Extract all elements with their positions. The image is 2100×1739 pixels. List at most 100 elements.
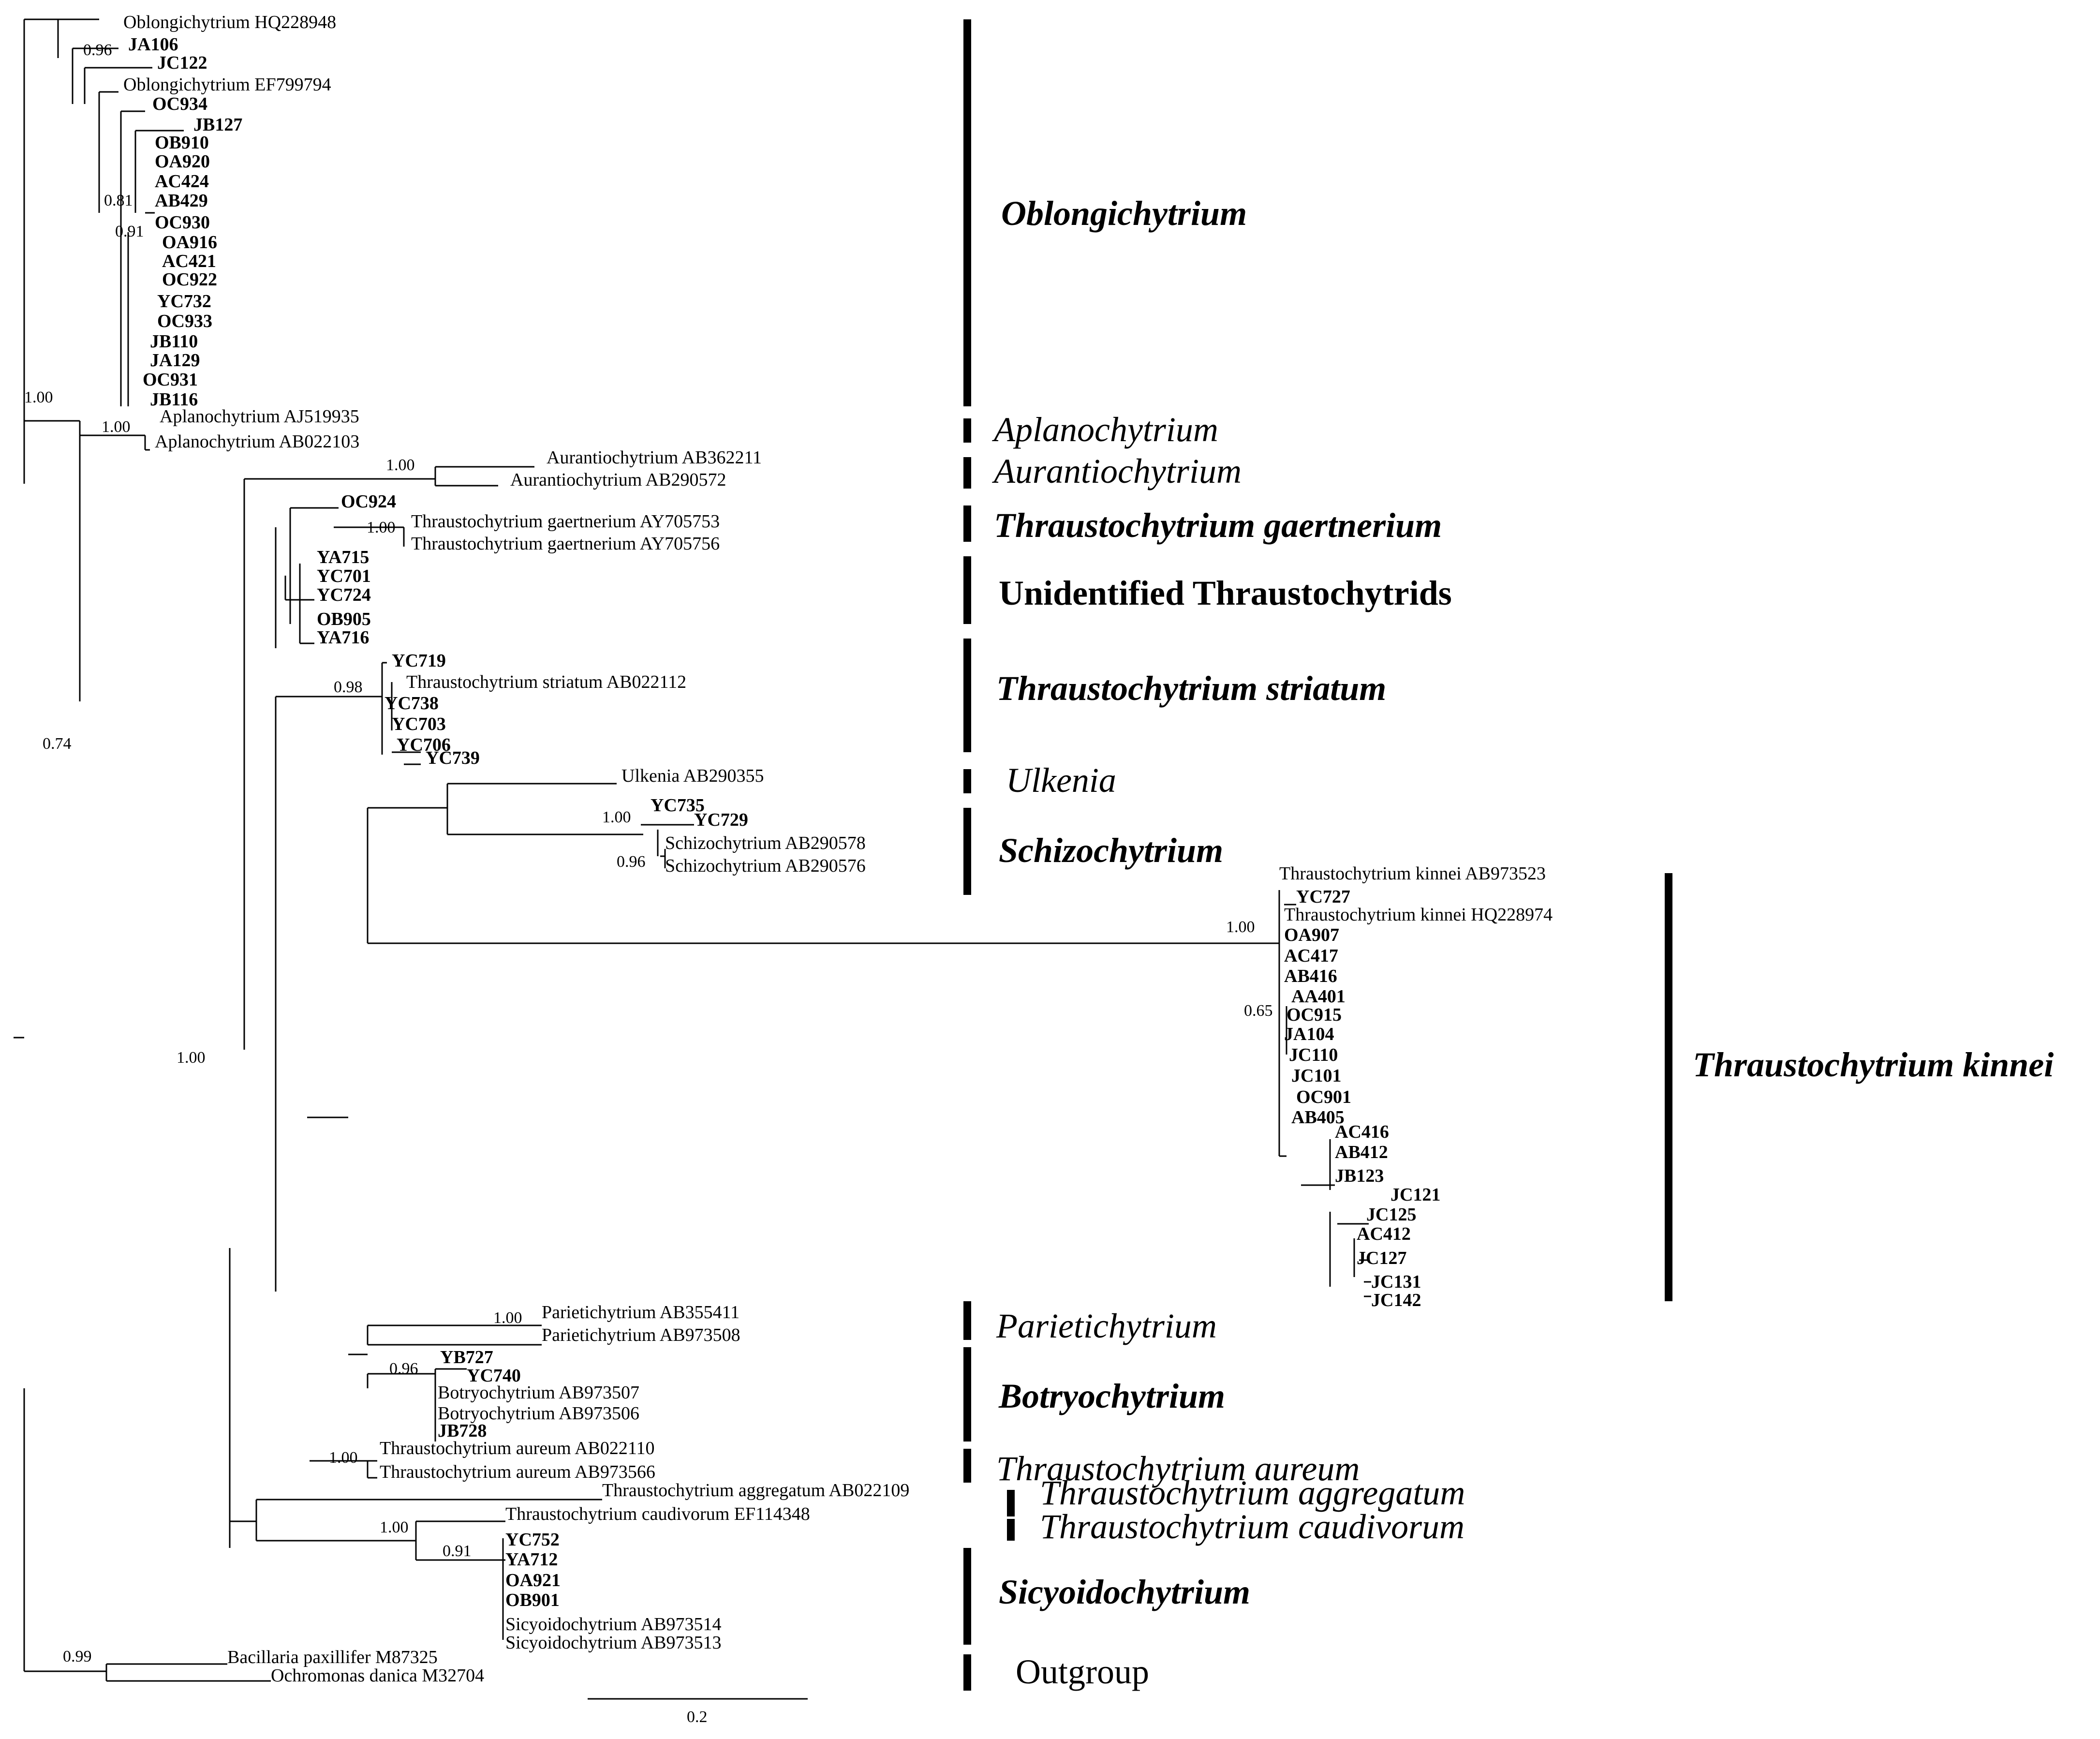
taxon-label: OC934 (152, 94, 207, 114)
taxon-label: AB416 (1284, 966, 1337, 986)
taxon-label: YC719 (392, 651, 446, 671)
clade-label-thraustochytrium-gaertnerium: Thraustochytrium gaertnerium (994, 506, 1442, 545)
taxon-label: AB405 (1291, 1107, 1345, 1128)
taxon-label: YC735 (651, 795, 705, 816)
taxon-label: Oblongichytrium EF799794 (123, 74, 331, 95)
taxon-label: Schizochytrium AB290576 (665, 856, 866, 876)
support-value: 1.00 (367, 519, 396, 536)
taxon-label: Parietichytrium AB973508 (542, 1325, 740, 1345)
taxon-label: JC121 (1390, 1185, 1440, 1205)
taxon-label: JB116 (150, 389, 198, 410)
clade-label-aplanochytrium: Aplanochytrium (992, 410, 1218, 449)
taxon-label: JB728 (438, 1421, 487, 1441)
taxon-label: Aurantiochytrium AB290572 (510, 470, 726, 490)
clade-label-thraustochytrium-kinnei: Thraustochytrium kinnei (1693, 1045, 2054, 1084)
clade-label-unidentified: Unidentified Thraustochytrids (999, 574, 1452, 612)
taxon-label: AC424 (155, 171, 209, 192)
clade-label-oblongichytrium: Oblongichytrium (1001, 194, 1247, 233)
support-value: 0.91 (115, 223, 144, 240)
clade-annotations: OblongichytriumAplanochytriumAurantiochy… (963, 19, 2054, 1691)
taxon-label: OC922 (162, 269, 217, 290)
support-value: 0.74 (43, 735, 72, 753)
taxon-label: OB901 (505, 1590, 560, 1610)
taxon-label: Thraustochytrium gaertnerium AY705756 (411, 534, 720, 554)
taxon-label: JC127 (1357, 1248, 1406, 1268)
taxon-label: JB123 (1335, 1166, 1384, 1186)
taxon-label: AC412 (1357, 1224, 1411, 1244)
taxon-label: YA716 (317, 627, 369, 648)
taxon-label: OA907 (1284, 925, 1339, 945)
taxon-label: Parietichytrium AB355411 (542, 1302, 739, 1323)
taxon-label: JC122 (157, 53, 207, 73)
taxon-label: YC752 (505, 1530, 560, 1550)
taxon-label: OC915 (1287, 1005, 1342, 1025)
taxon-label: Ochromonas danica M32704 (271, 1665, 484, 1686)
taxon-label: Oblongichytrium HQ228948 (123, 12, 336, 32)
support-value: 0.91 (443, 1542, 472, 1560)
taxon-label: YC701 (317, 566, 371, 586)
taxon-label: JC125 (1366, 1204, 1416, 1225)
taxon-label: Bacillaria paxillifer M87325 (227, 1647, 438, 1667)
taxon-label: OA920 (155, 151, 210, 172)
taxon-label: YC739 (426, 748, 480, 768)
taxon-label: JC131 (1371, 1272, 1421, 1292)
taxon-label: YB727 (440, 1347, 493, 1367)
taxon-label: AB412 (1335, 1142, 1388, 1162)
taxon-label: Thraustochytrium caudivorum EF114348 (505, 1504, 810, 1524)
taxon-label: Thraustochytrium kinnei AB973523 (1279, 863, 1546, 884)
clade-label-thraustochytrium-aggregatum: Thraustochytrium aggregatum (1040, 1473, 1465, 1512)
taxon-label: OC924 (341, 491, 396, 512)
support-value: 1.00 (386, 456, 415, 474)
support-value: 1.00 (493, 1309, 522, 1327)
taxon-label: OC933 (157, 311, 212, 331)
clade-label-aurantiochytrium: Aurantiochytrium (992, 452, 1242, 490)
support-value: 0.99 (63, 1648, 92, 1665)
clade-label-schizochytrium: Schizochytrium (999, 831, 1223, 870)
taxon-label: Botryochytrium AB973507 (438, 1382, 639, 1403)
taxon-label: Botryochytrium AB973506 (438, 1403, 639, 1424)
clade-label-ulkenia: Ulkenia (1006, 761, 1116, 800)
taxon-label: OB910 (155, 133, 209, 153)
clade-label-outgroup: Outgroup (1016, 1652, 1149, 1691)
clade-label-thraustochytrium-aureum: Thraustochytrium aureum (996, 1449, 1360, 1488)
taxon-label: YC706 (397, 735, 451, 755)
clade-label-parietichytrium: Parietichytrium (996, 1307, 1217, 1345)
support-values: 0.960.810.911.001.001.001.000.741.000.98… (24, 41, 1273, 1665)
support-value: 1.00 (602, 808, 631, 826)
taxon-label: OC930 (155, 212, 210, 233)
taxon-label: YC732 (157, 291, 211, 312)
support-value: 0.96 (617, 853, 646, 871)
taxon-label: AA401 (1291, 986, 1346, 1007)
scale-bar-label: 0.2 (687, 1708, 708, 1726)
taxon-label: OA916 (162, 232, 217, 253)
taxon-label: Sicyoidochytrium AB973513 (505, 1633, 722, 1653)
taxon-label: AC416 (1335, 1122, 1389, 1142)
taxon-label: OC931 (143, 370, 198, 390)
taxon-label: JB110 (150, 331, 198, 352)
taxon-label: JA104 (1284, 1024, 1334, 1044)
clade-label-thraustochytrium-striatum: Thraustochytrium striatum (996, 669, 1386, 708)
taxon-label: JC142 (1371, 1290, 1421, 1310)
support-value: 1.00 (24, 388, 53, 406)
taxon-label: JC101 (1291, 1066, 1341, 1086)
taxon-label: YC724 (317, 585, 371, 605)
taxon-label: YC740 (467, 1366, 521, 1386)
taxon-label: AB429 (155, 191, 208, 211)
clade-label-thraustochytrium-caudivorum: Thraustochytrium caudivorum (1040, 1507, 1464, 1546)
taxon-label: Thraustochytrium kinnei HQ228974 (1284, 905, 1553, 925)
support-value: 1.00 (177, 1049, 206, 1067)
taxon-label: YC738 (385, 693, 439, 713)
taxon-label: Sicyoidochytrium AB973514 (505, 1614, 722, 1635)
support-value: 0.65 (1244, 1002, 1273, 1020)
taxon-label: JB127 (193, 115, 242, 135)
support-value: 0.81 (104, 192, 133, 209)
taxon-label: Aplanochytrium AJ519935 (160, 406, 359, 427)
taxon-label: JA129 (150, 350, 200, 371)
taxon-label: AC421 (162, 251, 216, 271)
scale-bar: 0.2 (588, 1698, 808, 1726)
taxon-label: YA712 (505, 1549, 558, 1570)
taxon-label: YC703 (392, 714, 446, 734)
taxon-labels: Oblongichytrium HQ228948JA106JC122Oblong… (123, 12, 1553, 1686)
support-value: 1.00 (329, 1449, 358, 1467)
